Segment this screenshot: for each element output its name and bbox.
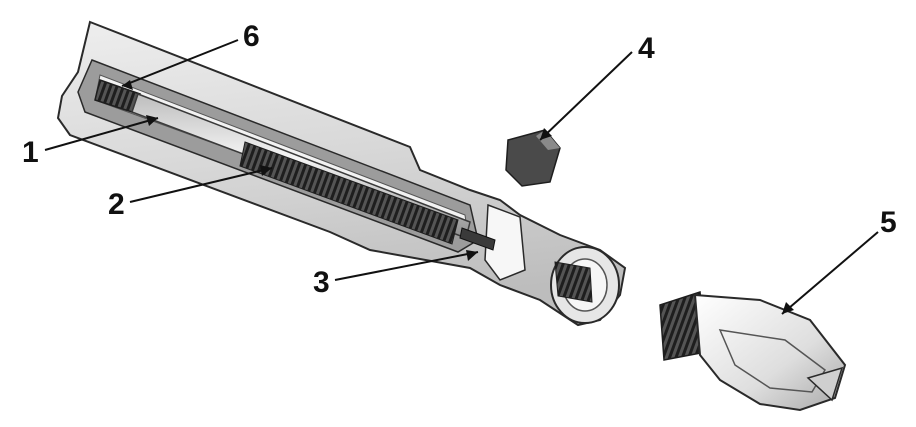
leader-line-2: [129, 167, 273, 203]
arrowhead-2: [260, 165, 272, 176]
leader-line-4: [539, 51, 633, 141]
drill-head: [659, 290, 847, 412]
arrowhead-5: [782, 302, 794, 314]
pin-icon: [459, 227, 496, 251]
callout-label-2: 2: [108, 188, 125, 221]
front-thread: [554, 261, 593, 303]
leader-line-6: [121, 39, 239, 87]
callout-label-6: 6: [243, 20, 260, 53]
drill-tip-point: [806, 366, 844, 402]
callout-label-5: 5: [880, 206, 897, 239]
arrowhead-1: [146, 115, 158, 126]
drill-tip-icon: [693, 293, 847, 412]
leader-arrowheads: [122, 80, 794, 314]
leader-line-3: [334, 251, 479, 281]
callout-label-3: 3: [313, 266, 330, 299]
callout-label-4: 4: [638, 32, 655, 65]
callout-label-1: 1: [22, 136, 39, 169]
spring: [239, 141, 459, 245]
callout-labels: 1 2 3 4 5 6: [22, 20, 897, 299]
drill-flute: [718, 329, 826, 393]
arrowhead-3: [466, 250, 478, 261]
drive-key: [505, 129, 561, 187]
leader-line-1: [44, 117, 159, 151]
key-slot: [484, 203, 526, 281]
arrowhead-4: [540, 128, 552, 140]
rod-tip: [459, 227, 496, 251]
coil-spring-icon: [239, 141, 459, 245]
leader-line-5: [781, 231, 879, 315]
front-thread-icon: [554, 261, 593, 303]
arrowhead-6: [122, 80, 133, 90]
leader-lines: [44, 39, 879, 315]
